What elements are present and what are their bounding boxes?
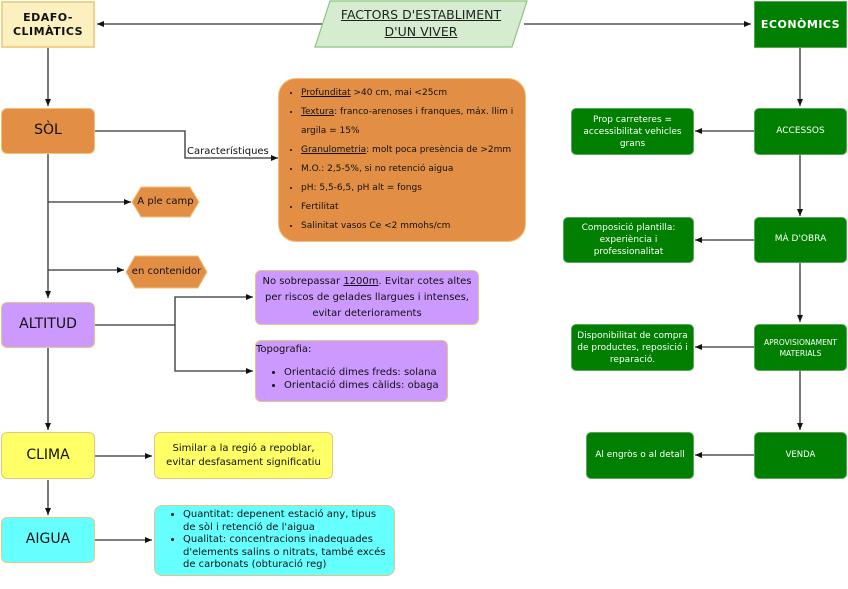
sol-characteristics-list: Profunditat >40 cm, mai <25cmTextura: fr… (279, 84, 525, 236)
topografia-title: Topografia: (256, 344, 312, 355)
a-ple-camp-shape (131, 186, 200, 218)
option-en-contenidor-label: en contenidor (131, 265, 202, 277)
sol-characteristic-item: pH: 5,5-6,5, pH alt = fongs (301, 179, 525, 198)
option-a-ple-camp[interactable]: A ple camp (132, 187, 199, 217)
sol-characteristic-item: Textura: franco-arenoses i franques, máx… (301, 103, 525, 141)
topografia-list: Orientació dimes freds: solana Orientaci… (256, 366, 439, 392)
aigua-node[interactable]: AIGUA (1, 517, 95, 563)
aigua-list: Quantitat: depenent estació any, tipus d… (159, 509, 390, 572)
sol-characteristic-text: Salinitat vasos Ce <2 mmohs/cm (301, 221, 451, 231)
sol-characteristic-key: Profunditat (301, 88, 351, 98)
edafo-line-2: CLIMÀTICS (12, 24, 84, 38)
aprovisionament-node[interactable]: APROVISIONAMENT MATERIALS (754, 324, 847, 371)
sol-characteristic-text: Fertilitat (301, 202, 339, 212)
title-shape (314, 0, 528, 48)
edge-altitud-topo (174, 325, 253, 374)
en-contenidor-shape (125, 255, 208, 289)
topografia-note: Topografia: Orientació dimes freds: sola… (255, 340, 448, 402)
option-a-ple-camp-label: A ple camp (137, 195, 194, 207)
edafo-line-1: EDAFO- (23, 10, 73, 24)
accessos-detail-text: Prop carreteres = accessibilitat vehicle… (583, 114, 682, 149)
sol-edge-label: Característiques (187, 146, 269, 157)
aprovisionament-detail: Disponibilitat de compra de productes, r… (571, 324, 694, 371)
accessos-detail: Prop carreteres = accessibilitat vehicle… (571, 108, 694, 155)
topografia-item: Orientació dimes càlids: obaga (284, 379, 439, 392)
venda-label: VENDA (785, 450, 816, 461)
sol-characteristic-key: Textura (301, 107, 335, 117)
altitud-note-post: . Evitar cotes altes per riscos de gelad… (265, 275, 472, 319)
accessos-label: ACCESSOS (776, 125, 825, 136)
aprovisionament-label: APROVISIONAMENT MATERIALS (764, 337, 837, 358)
sol-characteristic-text: : franco-arenoses i franques, máx. llim … (301, 107, 514, 136)
sol-characteristics-box: Profunditat >40 cm, mai <25cmTextura: fr… (278, 78, 526, 242)
diagram-title: FACTORS D'ESTABLIMENT D'UN VIVER (314, 0, 528, 48)
title-line-1: FACTORS D'ESTABLIMENT (340, 7, 502, 22)
edafo-climatics-node[interactable]: EDAFO- CLIMÀTICS (1, 1, 95, 48)
altitud-note-text: No sobrepassar 1200m. Evitar cotes altes… (260, 274, 474, 322)
clima-label: CLIMA (26, 446, 70, 463)
aigua-label: AIGUA (25, 531, 71, 548)
ma-dobra-detail-text: Composició plantilla: experiència i prof… (581, 223, 676, 257)
sol-characteristic-text: : molt poca presència de >2mm (366, 145, 512, 155)
ma-dobra-label: MÀ D'OBRA (774, 234, 827, 245)
sol-label: SÒL (34, 122, 62, 139)
clima-note-text: Similar a la regió a repoblar, evitar de… (166, 442, 321, 468)
topografia-item: Orientació dimes freds: solana (284, 366, 439, 379)
option-en-contenidor[interactable]: en contenidor (126, 256, 207, 288)
title-line-2: D'UN VIVER (384, 24, 458, 39)
economics-node[interactable]: ECONÒMICS (754, 1, 847, 48)
edge-altitud-note (174, 294, 253, 325)
sol-characteristic-item: Fertilitat (301, 198, 525, 217)
venda-node[interactable]: VENDA (754, 432, 847, 479)
sol-characteristic-item: Salinitat vasos Ce <2 mmohs/cm (301, 217, 525, 236)
clima-note: Similar a la regió a repoblar, evitar de… (154, 432, 333, 479)
sol-characteristic-item: Profunditat >40 cm, mai <25cm (301, 84, 525, 103)
sol-characteristic-text: M.O.: 2,5-5%, si no retenció aigua (301, 164, 454, 174)
clima-node[interactable]: CLIMA (1, 432, 95, 479)
sol-characteristic-item: Granulometria: molt poca presència de >2… (301, 141, 525, 160)
sol-node[interactable]: SÒL (1, 108, 95, 154)
altitud-label: ALTITUD (19, 316, 77, 333)
altitud-note: No sobrepassar 1200m. Evitar cotes altes… (255, 270, 479, 325)
sol-characteristic-text: >40 cm, mai <25cm (350, 88, 448, 98)
economics-label: ECONÒMICS (760, 17, 841, 31)
aigua-note: Quantitat: depenent estació any, tipus d… (154, 505, 395, 576)
sol-characteristic-text: pH: 5,5-6,5, pH alt = fongs (301, 183, 422, 193)
altitud-node[interactable]: ALTITUD (1, 302, 95, 348)
sol-characteristic-key: Granulometria (301, 145, 367, 155)
aigua-item: Quantitat: depenent estació any, tipus d… (183, 509, 390, 534)
venda-detail-text: Al engròs o al detall (595, 449, 685, 460)
aprovisionament-detail-text: Disponibilitat de compra de productes, r… (577, 330, 688, 365)
aigua-item: Qualitat: concentracions inadequades d'e… (183, 534, 390, 572)
ma-dobra-detail: Composició plantilla: experiència i prof… (563, 217, 694, 263)
accessos-node[interactable]: ACCESSOS (754, 108, 847, 155)
sol-characteristic-item: M.O.: 2,5-5%, si no retenció aigua (301, 160, 525, 179)
altitud-note-pre: No sobrepassar (262, 275, 344, 287)
ma-dobra-node[interactable]: MÀ D'OBRA (754, 217, 847, 263)
edge-sol-characteristics (95, 130, 278, 161)
altitud-note-key: 1200m (343, 275, 379, 287)
venda-detail: Al engròs o al detall (586, 432, 694, 479)
